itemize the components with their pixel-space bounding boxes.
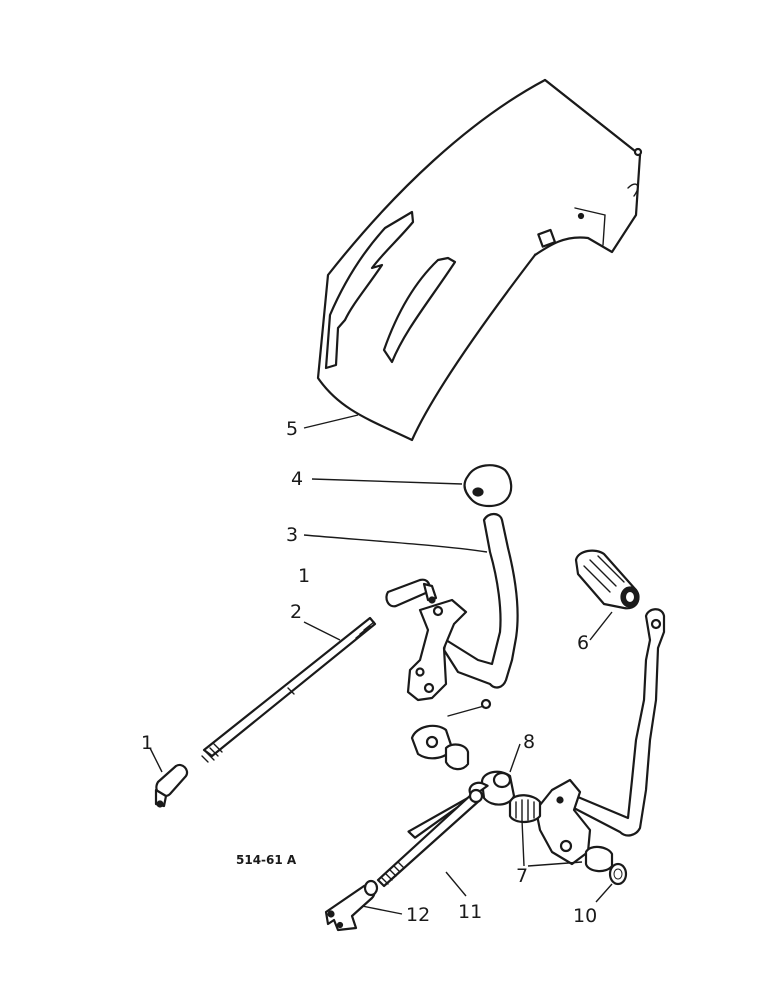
callout-3: 3 — [286, 524, 298, 546]
hand-lever — [406, 512, 519, 702]
pivot-block — [410, 698, 492, 771]
knob — [463, 464, 513, 508]
pedal-grip — [574, 549, 640, 610]
callout-12: 12 — [406, 904, 430, 926]
callout-leader-1 — [149, 747, 163, 773]
threaded-rod — [201, 616, 377, 763]
circlip — [608, 862, 628, 886]
callout-10: 10 — [573, 905, 597, 927]
drawing-reference: 514-61 A — [236, 853, 297, 867]
callout-leader-8 — [509, 743, 521, 773]
callout-11: 11 — [458, 901, 482, 923]
rod-end — [154, 763, 189, 808]
callout-leader-2 — [303, 621, 341, 641]
pin-upper — [385, 578, 438, 608]
callout-2: 2 — [290, 601, 302, 623]
callout-leader-4 — [311, 478, 463, 485]
callout-8: 8 — [523, 731, 535, 753]
callout-7: 7 — [516, 865, 528, 887]
callout-leader-3 — [303, 534, 488, 553]
quadrant-cover — [316, 78, 643, 442]
linkage-rod — [376, 781, 489, 888]
bushing-8 — [480, 770, 516, 806]
callout-leader-5 — [303, 414, 359, 429]
callout-leader-12 — [361, 905, 403, 915]
bushing-7a — [508, 794, 542, 824]
bushing-7b — [584, 845, 614, 873]
callout-leader-6 — [589, 611, 613, 641]
callout-6: 6 — [577, 632, 589, 654]
callout-4: 4 — [291, 468, 303, 490]
callout-1-left: 1 — [141, 732, 153, 754]
callout-leader-7 — [521, 819, 583, 867]
pedal-lever — [534, 608, 666, 866]
clevis — [324, 879, 379, 932]
callout-1-top: 1 — [298, 565, 310, 587]
callout-leader-11 — [445, 871, 467, 897]
callout-leader-10 — [595, 883, 613, 903]
callout-5: 5 — [286, 418, 298, 440]
